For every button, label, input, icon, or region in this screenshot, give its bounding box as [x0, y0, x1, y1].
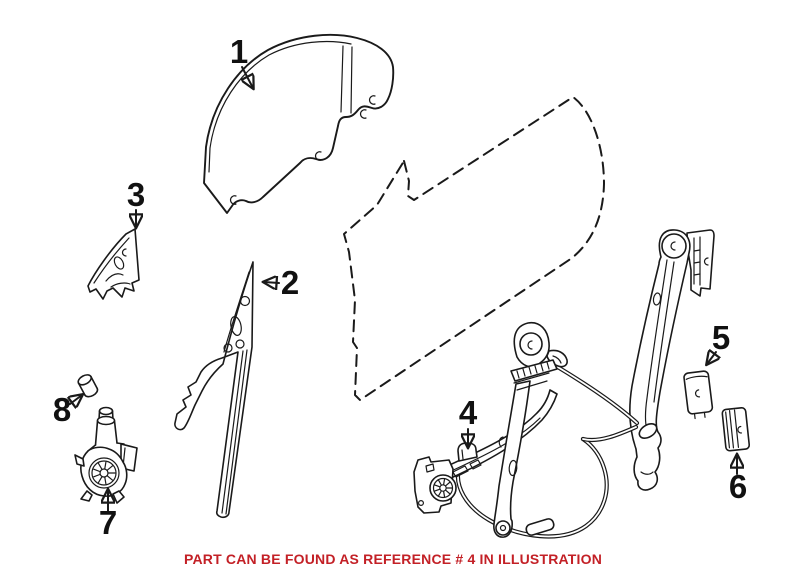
callout-8-label: 8: [53, 391, 71, 428]
callout-5: 5: [707, 319, 730, 364]
window-regulator-assembly: [413, 229, 715, 539]
callout-5-label: 5: [712, 319, 730, 356]
regulator-rear-rail: [629, 229, 715, 491]
callout-6: 6: [729, 455, 747, 505]
callout-7: 7: [99, 490, 117, 541]
callout-2-label: 2: [281, 264, 299, 301]
callout-1-arrow: [242, 66, 253, 88]
part-2-guide-rail: [174, 261, 254, 519]
part-7-window-motor: [74, 406, 138, 504]
part-5-cover-pad: [683, 370, 714, 420]
callout-8-arrow: [70, 395, 82, 404]
part-8-cap: [77, 374, 99, 398]
callout-4: 4: [459, 394, 478, 447]
regulator-cable: [455, 363, 640, 539]
reference-caption: PART CAN BE FOUND AS REFERENCE # 4 IN IL…: [183, 551, 603, 567]
part-6-channel-clip: [721, 407, 751, 452]
callout-2-arrow: [264, 282, 280, 283]
part-3-triangle-trim: [87, 228, 140, 300]
callout-2: 2: [264, 264, 299, 301]
regulator-pivot: [510, 321, 568, 391]
callout-3-label: 3: [127, 176, 145, 213]
regulator-base-plate: [413, 456, 457, 514]
callout-1: 1: [230, 33, 253, 88]
door-panel-outline: [343, 96, 605, 401]
callout-1-label: 1: [230, 33, 248, 70]
regulator-lift-arm: [493, 380, 531, 538]
callout-8: 8: [53, 391, 82, 428]
callout-5-arrow: [707, 352, 716, 364]
callout-6-label: 6: [729, 468, 747, 505]
callout-7-label: 7: [99, 504, 117, 541]
callout-4-label: 4: [459, 394, 478, 431]
callout-3: 3: [127, 176, 145, 227]
